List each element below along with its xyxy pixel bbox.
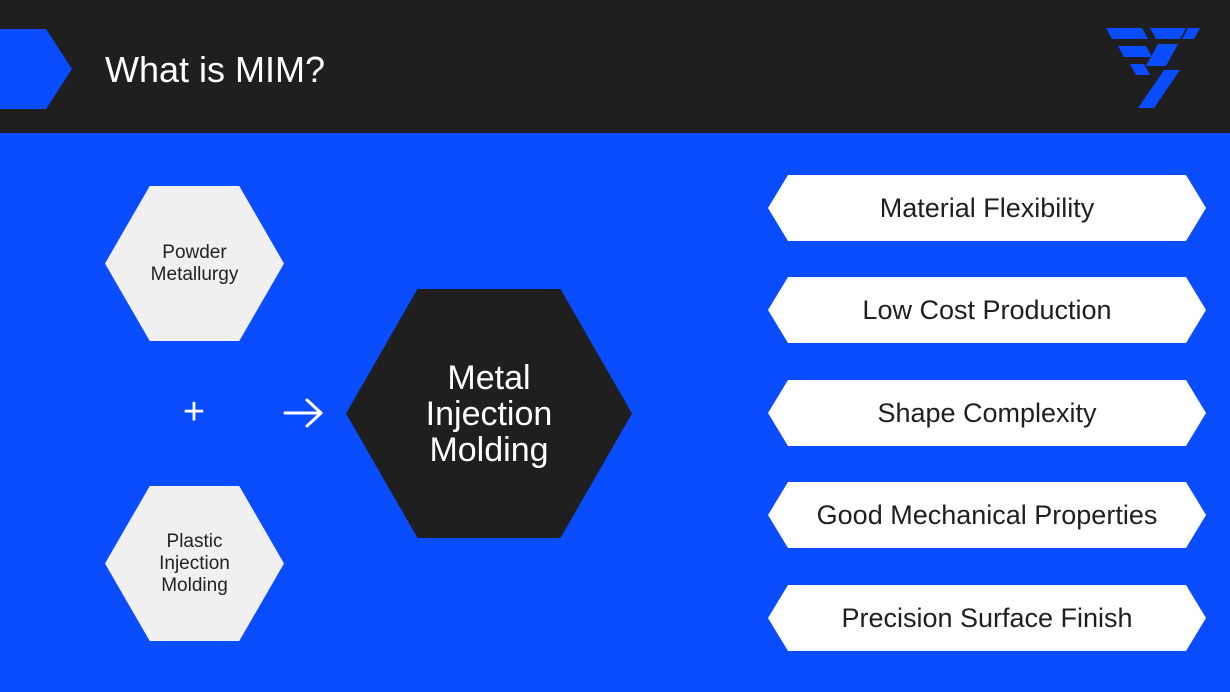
metal-injection-molding-hexagon: Metal Injection Molding	[346, 289, 632, 538]
benefit-good-mechanical-properties: Good Mechanical Properties	[768, 482, 1206, 548]
plus-sign: +	[182, 391, 206, 433]
header-accent-tab	[0, 29, 72, 109]
benefit-shape-complexity: Shape Complexity	[768, 380, 1206, 446]
powder-metallurgy-label: Powder Metallurgy	[150, 241, 239, 285]
company-logo-icon	[1106, 28, 1200, 108]
plastic-injection-molding-hexagon: Plastic Injection Molding	[105, 486, 284, 641]
page-title: What is MIM?	[105, 49, 326, 90]
metal-injection-molding-label: Metal Injection Molding	[425, 358, 553, 469]
arrow-right-icon	[283, 398, 323, 428]
benefit-material-flexibility: Material Flexibility	[768, 175, 1206, 241]
plastic-injection-molding-label: Plastic Injection Molding	[159, 530, 230, 596]
powder-metallurgy-hexagon: Powder Metallurgy	[105, 186, 284, 341]
benefit-low-cost-production: Low Cost Production	[768, 277, 1206, 343]
header-bar: What is MIM?	[0, 0, 1230, 133]
benefit-precision-surface-finish: Precision Surface Finish	[768, 585, 1206, 651]
